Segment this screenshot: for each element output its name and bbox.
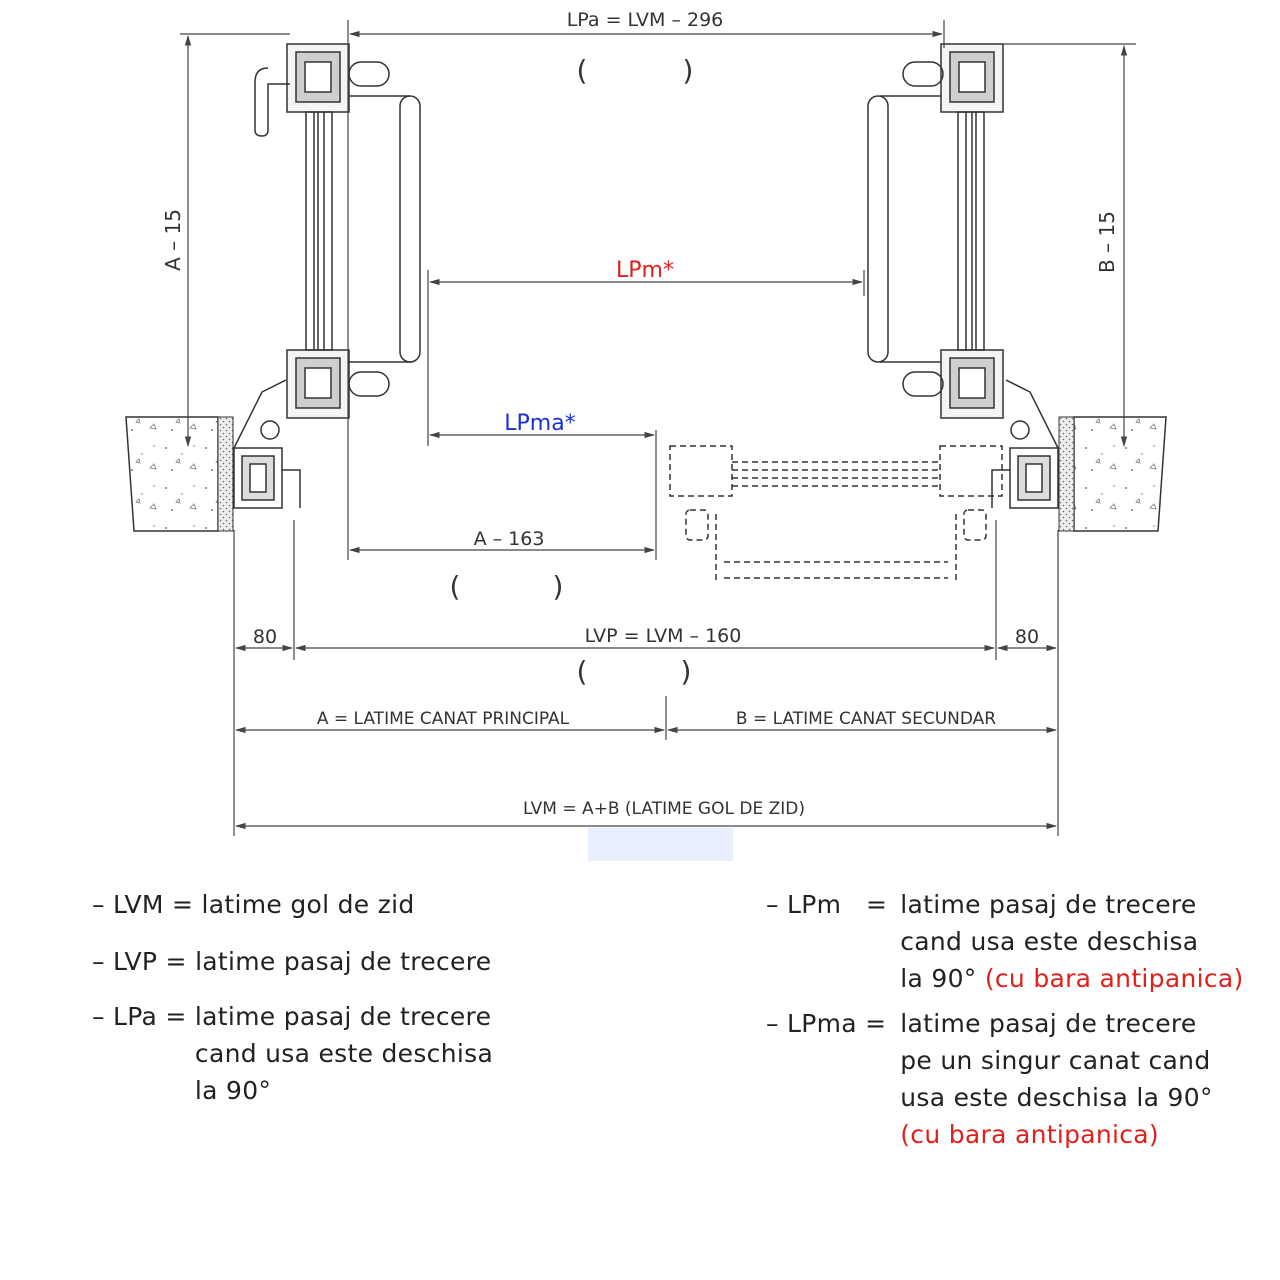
lvp-paren-close: ) bbox=[681, 655, 692, 688]
a163-paren-open: ( bbox=[450, 570, 461, 603]
legend-line: pe un singur canat cand bbox=[900, 1046, 1211, 1075]
legend-lpma: – LPma = latime pasaj de trecere pe un s… bbox=[766, 1005, 1244, 1153]
legend-term: – LVP = bbox=[92, 947, 187, 976]
a163-paren-close: ) bbox=[553, 570, 564, 603]
legend-line: cand usa este deschisa bbox=[900, 927, 1199, 956]
lpa-paren-open: ( bbox=[577, 54, 588, 87]
legend-lvm: – LVM = latime gol de zid bbox=[92, 886, 493, 923]
legend-desc: latime pasaj de trecere pe un singur can… bbox=[900, 1005, 1213, 1153]
legend-term: – LVM = bbox=[92, 890, 194, 919]
legend-line-text: la 90° bbox=[900, 964, 977, 993]
legend-line: latime pasaj de trecere bbox=[194, 1002, 492, 1031]
left-frame-profile bbox=[233, 379, 301, 509]
legend-right: – LPm = latime pasaj de trecere cand usa… bbox=[766, 886, 1244, 1153]
a163-label: A – 163 bbox=[474, 528, 545, 550]
legend-term: – LPm = bbox=[766, 890, 888, 919]
closed-leaves-dashed bbox=[669, 445, 1003, 582]
legend-line: latime pasaj de trecere bbox=[900, 890, 1197, 919]
legend-desc: latime gol de zid bbox=[201, 890, 415, 919]
legend-note: (cu bara antipanica) bbox=[984, 964, 1244, 993]
b15-label: B – 15 bbox=[1095, 211, 1119, 273]
left-80-label: 80 bbox=[253, 626, 277, 648]
lpma-label: LPma* bbox=[504, 411, 575, 436]
legend-note: (cu bara antipanica) bbox=[900, 1120, 1159, 1149]
legend-desc: latime pasaj de trecere bbox=[195, 947, 492, 976]
legend-left: – LVM = latime gol de zid – LVP = latime… bbox=[92, 886, 493, 1109]
legend-lpm: – LPm = latime pasaj de trecere cand usa… bbox=[766, 886, 1244, 997]
legend-line: la 90° bbox=[194, 1076, 272, 1105]
legend-line: latime pasaj de trecere bbox=[900, 1009, 1197, 1038]
b-width-label: B = LATIME CANAT SECUNDAR bbox=[736, 709, 996, 729]
lpa-paren-close: ) bbox=[683, 54, 694, 87]
legend-desc: latime pasaj de trecere cand usa este de… bbox=[195, 998, 493, 1109]
lvp-paren-open: ( bbox=[577, 655, 588, 688]
legend-line: cand usa este deschisa bbox=[194, 1039, 494, 1068]
legend-line: usa este deschisa la 90° bbox=[900, 1083, 1213, 1112]
a15-label: A – 15 bbox=[161, 209, 185, 271]
right-wall bbox=[1058, 416, 1167, 532]
lvm-label: LVM = A+B (LATIME GOL DE ZID) bbox=[523, 799, 805, 819]
lpm-label: LPm* bbox=[616, 258, 674, 283]
legend-term: – LPa = bbox=[92, 1002, 187, 1031]
legend-line: la 90° (cu bara antipanica) bbox=[900, 960, 1243, 997]
legend-desc: latime pasaj de trecere cand usa este de… bbox=[900, 886, 1243, 997]
right-door-leaf bbox=[867, 43, 1004, 419]
right-80-label: 80 bbox=[1015, 626, 1039, 648]
legend-term: – LPma = bbox=[766, 1009, 887, 1038]
lvp-label: LVP = LVM – 160 bbox=[585, 625, 742, 647]
left-wall bbox=[125, 416, 234, 532]
a-width-label: A = LATIME CANAT PRINCIPAL bbox=[317, 709, 570, 729]
right-frame-profile bbox=[991, 379, 1059, 509]
left-door-leaf bbox=[254, 43, 421, 419]
highlight-strip bbox=[588, 828, 733, 861]
legend-lpa: – LPa = latime pasaj de trecere cand usa… bbox=[92, 998, 493, 1109]
door-plan-diagram: LPa = LVM – 296 ( ) A – 15 B – 15 LPm* L… bbox=[125, 9, 1167, 861]
lpa-label: LPa = LVM – 296 bbox=[567, 9, 724, 31]
dimension-lines bbox=[180, 20, 1136, 836]
legend-lvp: – LVP = latime pasaj de trecere bbox=[92, 943, 493, 980]
